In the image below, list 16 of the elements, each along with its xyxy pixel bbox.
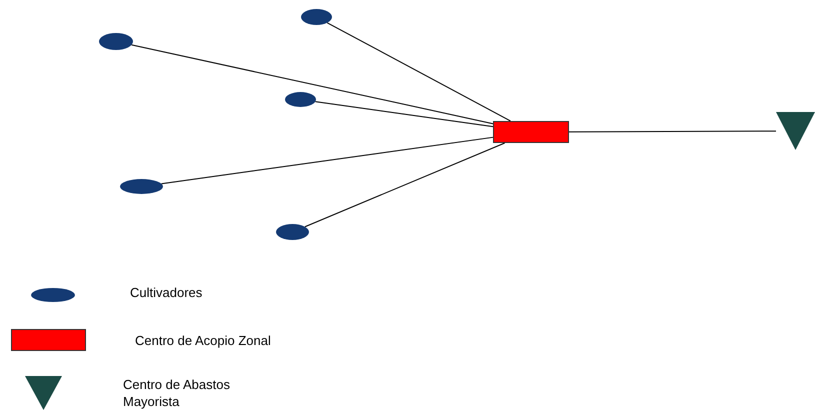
legend-text: Centro de Acopio Zonal <box>135 332 271 349</box>
triangle-node <box>776 112 815 150</box>
connector-line <box>131 44 494 124</box>
ellipse-node <box>99 33 133 50</box>
connector-line <box>326 22 511 122</box>
ellipse-node <box>120 179 163 194</box>
ellipse-node <box>301 9 332 25</box>
legend-text: Cultivadores <box>130 284 202 301</box>
rectangle-node <box>493 121 569 143</box>
ellipse-node <box>285 92 316 107</box>
ellipse-node <box>276 224 309 240</box>
connector-line <box>314 101 494 128</box>
legend-text: Centro de Abastos Mayorista <box>123 376 231 410</box>
connector-line <box>568 130 776 132</box>
connector-line <box>160 136 494 184</box>
connector-line <box>304 142 506 228</box>
